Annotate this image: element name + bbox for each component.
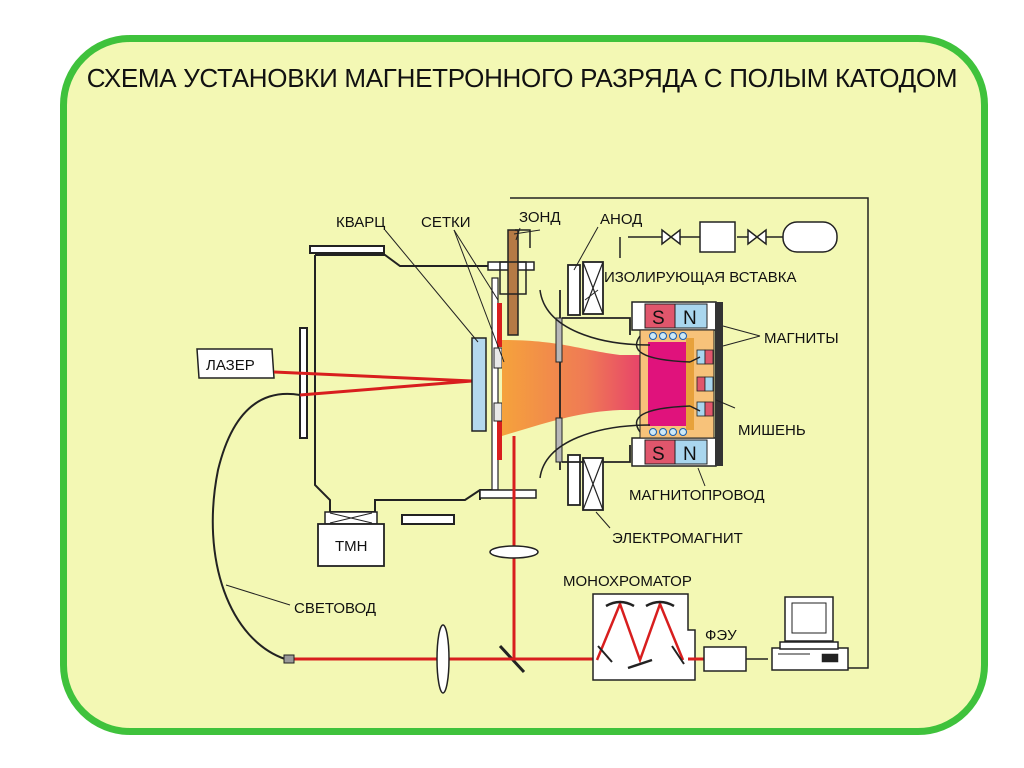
- chamber-window: [299, 327, 308, 439]
- field-lines: [539, 289, 701, 479]
- pmt-label: ФЭУ: [705, 627, 737, 644]
- gas-valves: [661, 228, 767, 246]
- probe-label: ЗОНД: [519, 209, 561, 226]
- quartz-window: [471, 337, 487, 432]
- insulator-label: ИЗОЛИРУЮЩАЯ ВСТАВКА: [604, 269, 796, 286]
- monochromator: [592, 593, 696, 681]
- small-magnets: [696, 349, 714, 417]
- laser-beam: [273, 370, 473, 397]
- electromagnet: [582, 261, 604, 511]
- anode-label: АНОД: [600, 211, 642, 228]
- laser-label: ЛАЗЕР: [206, 357, 255, 374]
- magnet-bottom-n: N: [683, 444, 697, 465]
- magnet-top-s: S: [652, 308, 665, 329]
- magnet-bottom: [644, 439, 708, 465]
- turbo-pump: [317, 511, 385, 567]
- coil-circles: [649, 332, 687, 436]
- leader-lines: [225, 226, 761, 606]
- light-guide: [211, 392, 301, 664]
- photomultiplier: [688, 646, 768, 672]
- quartz-label: КВАРЦ: [336, 214, 385, 231]
- probe-holder: [499, 261, 527, 295]
- electromagnet-label: ЭЛЕКТРОМАГНИТ: [612, 530, 743, 547]
- gas-line: [510, 197, 869, 669]
- light-guide-label: СВЕТОВОД: [294, 600, 376, 617]
- probe: [507, 229, 519, 336]
- magnet-top: [644, 303, 708, 329]
- computer: [771, 596, 849, 671]
- magnets-label: МАГНИТЫ: [764, 330, 839, 347]
- magnet-top-n: N: [683, 308, 697, 329]
- vacuum-chamber: [309, 245, 492, 525]
- emission-optics: [286, 436, 596, 694]
- magnet-bottom-s: S: [652, 444, 665, 465]
- diagram-title: СХЕМА УСТАНОВКИ МАГНЕТРОННОГО РАЗРЯДА С …: [86, 63, 958, 93]
- laser-box: [196, 348, 275, 379]
- tmp-label: ТМН: [335, 538, 368, 555]
- grids-label: СЕТКИ: [421, 214, 471, 231]
- monochromator-label: МОНОХРОМАТОР: [563, 573, 692, 590]
- magnetic-circuit-label: МАГНИТОПРОВОД: [629, 487, 765, 504]
- target-label: МИШЕНЬ: [738, 422, 806, 439]
